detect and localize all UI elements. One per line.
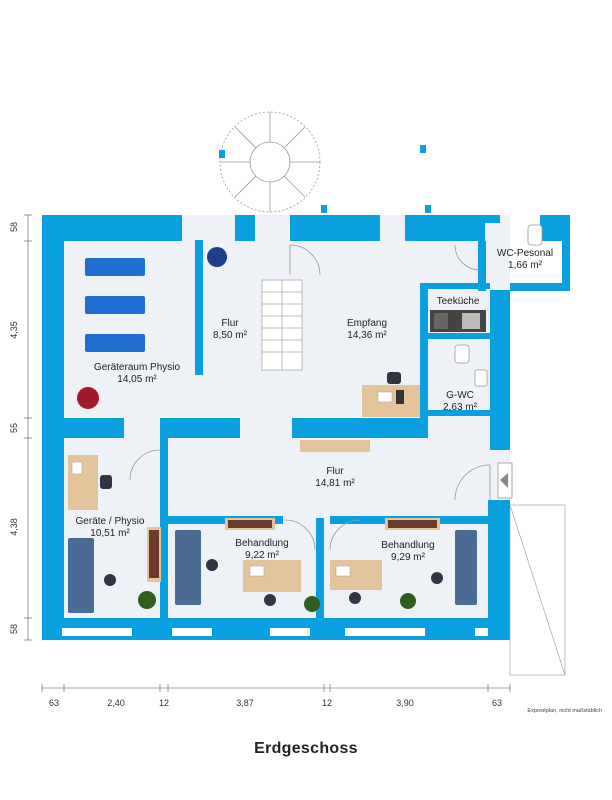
- room-label-empfang: Empfang 14,36 m²: [332, 318, 402, 342]
- room-name: Behandlung: [235, 538, 289, 549]
- room-area: 2,63 m²: [443, 402, 477, 413]
- room-name: G-WC: [446, 390, 474, 401]
- room-label-geraete-physio: Geräte / Physio 10,51 m²: [60, 516, 160, 540]
- room-label-behandlung-left: Behandlung 9,22 m²: [222, 538, 302, 562]
- room-name: Empfang: [346, 318, 388, 329]
- room-area: 14,81 m²: [315, 478, 355, 489]
- equipment-mats: [85, 258, 145, 352]
- page-title: Erdgeschoss: [254, 740, 358, 757]
- exercise-ball-icon: [77, 387, 99, 409]
- plant-icon: [138, 591, 156, 609]
- staircase-icon: [261, 279, 303, 371]
- treatment-table-icon: [68, 538, 94, 613]
- room-label-geraeteraum: Geräteraum Physio 14,05 m²: [72, 362, 202, 386]
- spiral-staircase-icon: [219, 111, 321, 213]
- dimension-label: 3,87: [236, 698, 254, 708]
- room-name: Flur: [326, 466, 344, 477]
- room-name: Behandlung: [381, 540, 435, 551]
- room-name: WC-Pesonal: [496, 248, 554, 259]
- dimension-label: 4,35: [9, 321, 19, 339]
- bench-icon: [300, 440, 370, 452]
- chair-icon: [206, 559, 276, 606]
- treatment-table-icon: [455, 530, 477, 605]
- terrace-lines: [509, 504, 566, 676]
- room-area: 8,50 m²: [213, 330, 247, 341]
- dimension-label: 12: [158, 698, 169, 708]
- room-label-teekueche: Teeküche: [428, 296, 488, 308]
- plant-icon: [304, 596, 320, 612]
- dimension-lines: [24, 214, 511, 692]
- dimension-label: 63: [491, 698, 502, 708]
- desk-icon: [243, 560, 301, 592]
- room-label-wc-personal: WC-Pesonal 1,66 m²: [488, 248, 562, 272]
- desk-icon: [362, 385, 420, 417]
- shelf-icon: [225, 518, 275, 530]
- scale-note: Exposéplan, nicht maßstäblich: [527, 708, 602, 714]
- dimension-label: 12: [321, 698, 332, 708]
- room-area: 14,36 m²: [347, 330, 387, 341]
- chair-icon: [349, 572, 443, 604]
- room-name: Flur: [221, 318, 239, 329]
- desk-icon: [68, 455, 98, 510]
- room-label-flur-upper: Flur 8,50 m²: [200, 318, 260, 342]
- room-area: 9,22 m²: [245, 550, 279, 561]
- room-name: Teeküche: [436, 296, 480, 307]
- room-area: 10,51 m²: [90, 528, 130, 539]
- plant-icon: [400, 593, 416, 609]
- window-icon: [62, 628, 488, 636]
- door-icon: [129, 244, 491, 551]
- room-label-flur-main: Flur 14,81 m²: [300, 466, 370, 490]
- desk-icon: [330, 560, 382, 590]
- dimension-label: 2,40: [107, 698, 125, 708]
- shelf-icon: [147, 527, 161, 582]
- dimension-label: 3,90: [396, 698, 414, 708]
- room-name: Geräteraum Physio: [93, 362, 181, 373]
- dimension-label: 55: [9, 423, 19, 434]
- exterior-markers: [219, 145, 431, 213]
- chair-icon: [387, 372, 401, 384]
- exercise-ball-icon: [207, 247, 227, 267]
- entrance-arrow-icon: [497, 462, 513, 499]
- exterior-walls: [42, 215, 570, 640]
- room-name: Geräte / Physio: [75, 516, 145, 527]
- room-area: 1,66 m²: [508, 260, 542, 271]
- room-label-g-wc: G-WC 2,63 m²: [432, 390, 488, 414]
- kitchen-icon: [430, 310, 486, 332]
- chair-icon: [100, 475, 116, 586]
- dimension-label: 58: [9, 222, 19, 233]
- room-area: 9,29 m²: [391, 552, 425, 563]
- dimension-label: 58: [9, 624, 19, 635]
- dimension-label: 4,38: [9, 518, 19, 536]
- dimension-label: 63: [48, 698, 59, 708]
- room-area: 14,05 m²: [117, 374, 157, 385]
- room-label-behandlung-right: Behandlung 9,29 m²: [368, 540, 448, 564]
- toilet-icon: [454, 224, 543, 387]
- shelf-icon: [385, 518, 440, 530]
- treatment-table-icon: [175, 530, 201, 605]
